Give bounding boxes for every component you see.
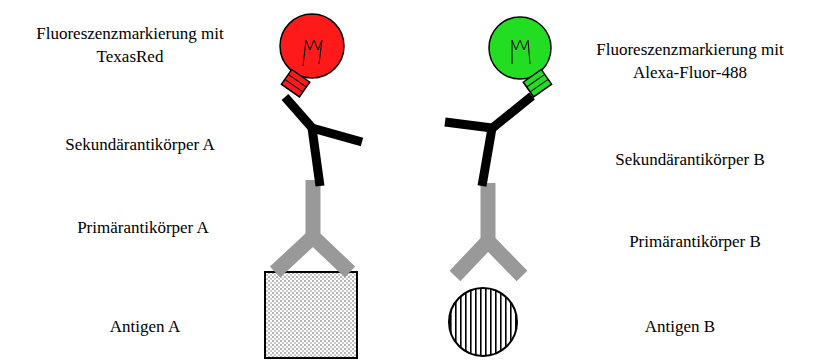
label-antigen-b: Antigen B	[580, 315, 780, 338]
antigen-a-square	[265, 272, 357, 358]
primary-antibody-b	[455, 183, 522, 276]
primary-antibody-a	[275, 180, 350, 272]
label-primary-b: Primärantikörper B	[580, 230, 810, 253]
antigen-b-circle	[449, 288, 517, 356]
label-texasred: Fluoreszenzmarkierung mit TexasRed	[30, 22, 230, 68]
label-antigen-a: Antigen A	[45, 315, 245, 338]
label-alexa: Fluoreszenzmarkierung mit Alexa-Fluor-48…	[590, 38, 790, 84]
label-secondary-a: Sekundärantikörper A	[25, 133, 255, 156]
secondary-antibody-b	[445, 96, 532, 186]
label-secondary-b: Sekundärantikörper B	[575, 148, 805, 171]
green-bulb	[489, 17, 552, 97]
label-primary-a: Primärantikörper A	[28, 216, 258, 239]
secondary-antibody-a	[285, 97, 362, 186]
red-bulb	[280, 14, 344, 97]
